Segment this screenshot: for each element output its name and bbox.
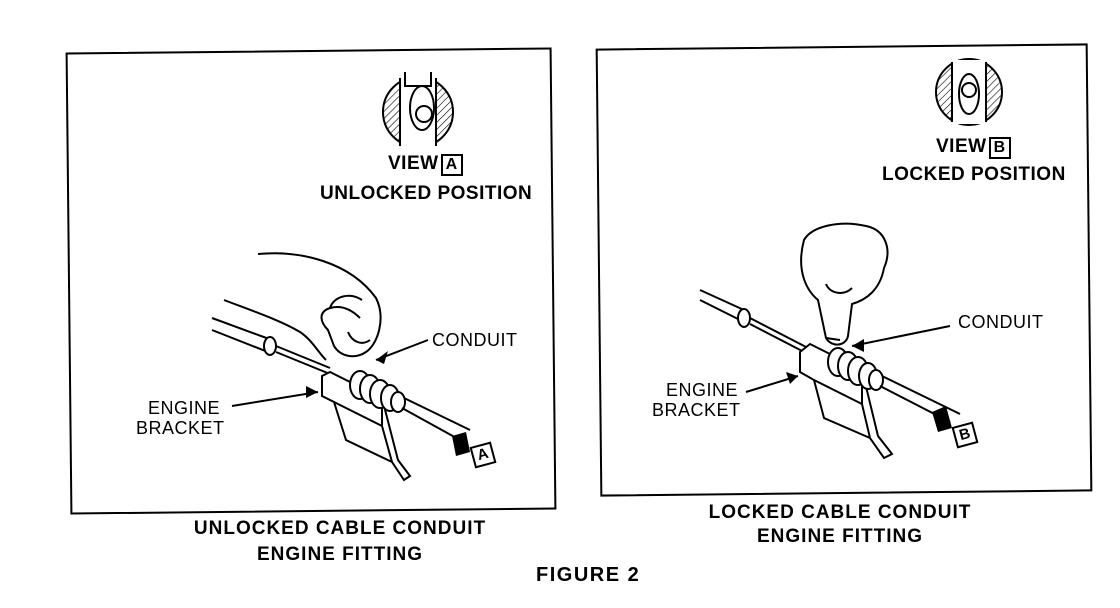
view-b-word: VIEW [936,136,987,157]
view-b-letter-box: B [988,137,1011,159]
left-caption-line1: UNLOCKED CABLE CONDUIT [193,518,487,539]
right-caption-line2: ENGINE FITTING [757,526,923,547]
left-bracket-label: BRACKET [136,418,225,438]
right-cable-fitting [699,222,961,460]
locked-position-label: LOCKED POSITION [882,164,1066,185]
right-bracket-label: BRACKET [652,400,741,420]
left-caption-line2: ENGINE FITTING [257,544,423,565]
right-conduit-label: CONDUIT [958,312,1044,332]
left-engine-label: ENGINE [148,398,221,418]
right-engine-label: ENGINE [666,380,739,400]
figure-title: FIGURE 2 [536,564,641,586]
view-b-detail-icon [935,58,1003,126]
right-caption-line1: LOCKED CABLE CONDUIT [708,502,972,523]
left-cable-fitting [211,252,471,482]
unlocked-position-label: UNLOCKED POSITION [320,183,533,204]
left-conduit-label: CONDUIT [432,330,518,350]
view-a-detail-icon [382,72,454,150]
view-a-letter-box: A [440,154,463,176]
view-a-word: VIEW [388,153,439,174]
